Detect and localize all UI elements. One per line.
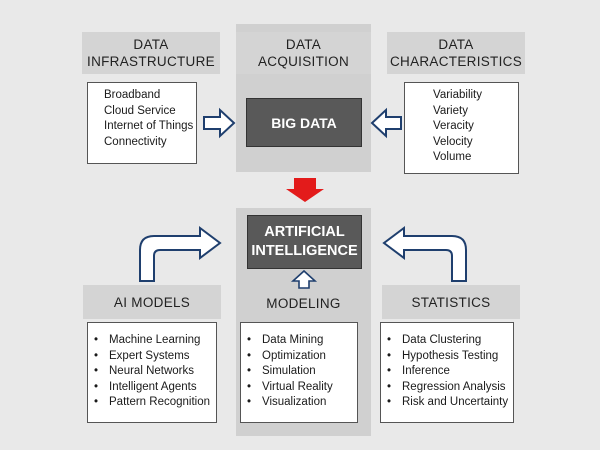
statistics-box: Data Clustering Hypothesis Testing Infer… bbox=[380, 322, 514, 423]
list-item: Regression Analysis bbox=[387, 380, 513, 396]
list-item: Expert Systems bbox=[94, 349, 216, 365]
data-infrastructure-box: Broadband Cloud Service Internet of Thin… bbox=[87, 82, 197, 164]
header-line: STATISTICS bbox=[411, 294, 491, 310]
data-characteristics-header: DATA CHARACTERISTICS bbox=[387, 32, 525, 74]
list-item: Data Clustering bbox=[387, 333, 513, 349]
list-item: Variability bbox=[433, 89, 482, 101]
data-infrastructure-header: DATA INFRASTRUCTURE bbox=[82, 32, 220, 74]
up-arrow-icon bbox=[290, 269, 318, 289]
list-item: Veracity bbox=[433, 120, 474, 133]
header-line: DATA bbox=[438, 37, 474, 52]
ai-models-list: Machine Learning Expert Systems Neural N… bbox=[94, 333, 216, 411]
list-item: Visualization bbox=[247, 395, 357, 411]
data-acquisition-header: DATA ACQUISITION bbox=[236, 32, 371, 74]
modeling-header: MODELING bbox=[236, 288, 371, 318]
list-item: Risk and Uncertainty bbox=[387, 395, 513, 411]
header-line: AI MODELS bbox=[113, 294, 191, 310]
right-arrow-icon bbox=[203, 107, 236, 139]
list-item: Hypothesis Testing bbox=[387, 349, 513, 365]
big-data-label: BIG DATA bbox=[271, 114, 337, 131]
list-item: Pattern Recognition bbox=[94, 395, 216, 411]
ai-models-box: Machine Learning Expert Systems Neural N… bbox=[87, 322, 217, 423]
down-arrow-icon bbox=[286, 178, 324, 202]
artificial-intelligence-box: ARTIFICIAL INTELLIGENCE bbox=[247, 215, 362, 269]
list-item: Neural Networks bbox=[94, 364, 216, 380]
header-line: DATA bbox=[285, 37, 322, 52]
list-item: Velocity bbox=[433, 135, 473, 148]
list-item: Variety bbox=[433, 104, 468, 117]
list-item: Internet of Things bbox=[104, 120, 194, 133]
list-item: Simulation bbox=[247, 364, 357, 380]
header-line: ACQUISITION bbox=[257, 54, 350, 69]
header-line: DATA bbox=[133, 37, 169, 52]
list-item: Connectivity bbox=[104, 135, 167, 148]
ai-label-line: ARTIFICIAL bbox=[264, 224, 345, 240]
list-item: Volume bbox=[433, 151, 472, 164]
modeling-list: Data Mining Optimization Simulation Virt… bbox=[247, 333, 357, 411]
characteristics-list: Variability Variety Veracity Velocity Vo… bbox=[433, 88, 518, 166]
header-line: CHARACTERISTICS bbox=[389, 54, 522, 69]
list-item: Intelligent Agents bbox=[94, 380, 216, 396]
list-item: Data Mining bbox=[247, 333, 357, 349]
statistics-header: STATISTICS bbox=[382, 285, 520, 319]
list-item: Broadband bbox=[104, 89, 161, 101]
curved-right-arrow-icon bbox=[139, 226, 222, 282]
data-characteristics-box: Variability Variety Veracity Velocity Vo… bbox=[404, 82, 519, 174]
infrastructure-list: Broadband Cloud Service Internet of Thin… bbox=[104, 88, 196, 150]
curved-left-arrow-icon bbox=[382, 226, 467, 282]
ai-label-line: INTELLIGENCE bbox=[251, 243, 358, 259]
statistics-list: Data Clustering Hypothesis Testing Infer… bbox=[387, 333, 513, 411]
left-arrow-icon bbox=[370, 107, 402, 139]
list-item: Virtual Reality bbox=[247, 380, 357, 396]
header-line: MODELING bbox=[266, 295, 341, 311]
big-data-box: BIG DATA bbox=[246, 98, 362, 147]
list-item: Machine Learning bbox=[94, 333, 216, 349]
list-item: Cloud Service bbox=[104, 104, 176, 117]
ai-models-header: AI MODELS bbox=[83, 285, 221, 319]
list-item: Inference bbox=[387, 364, 513, 380]
list-item: Optimization bbox=[247, 349, 357, 365]
header-line: INFRASTRUCTURE bbox=[87, 54, 215, 69]
modeling-box: Data Mining Optimization Simulation Virt… bbox=[240, 322, 358, 423]
